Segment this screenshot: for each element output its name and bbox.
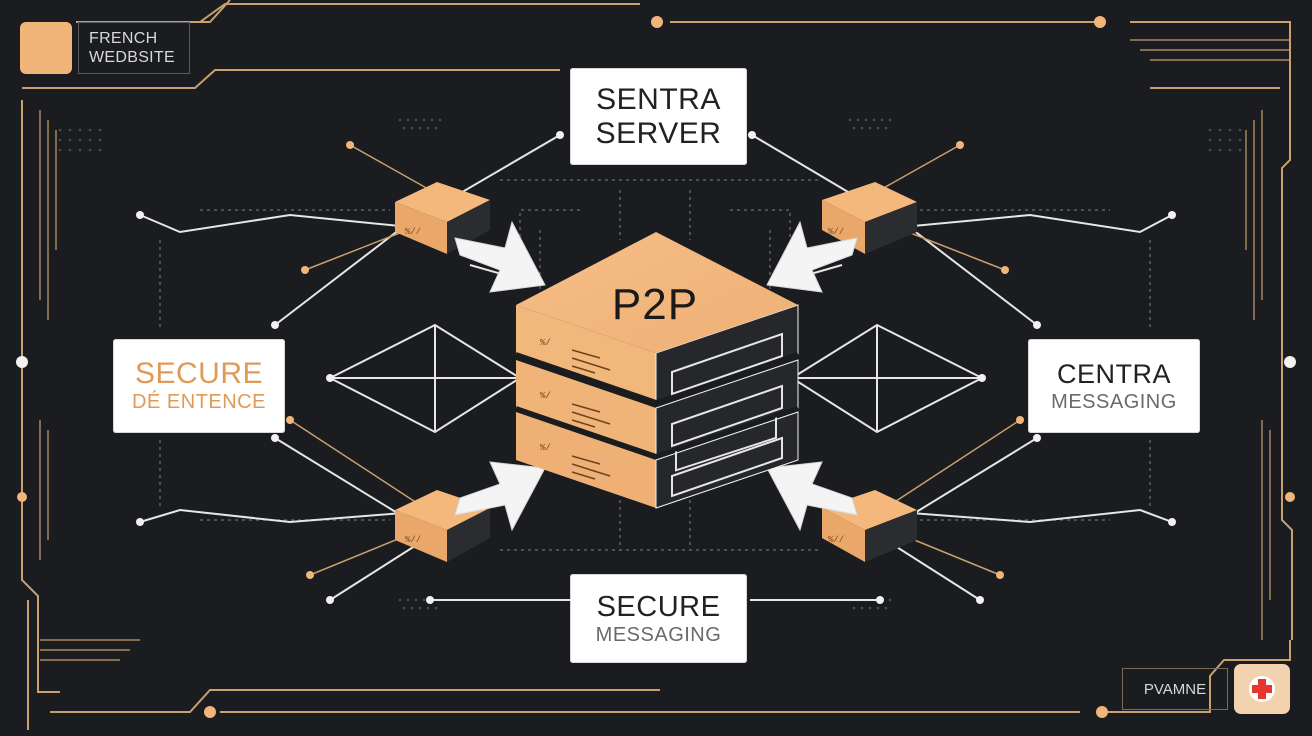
node-bottom-line-1: SECURE <box>596 590 721 623</box>
logo-square[interactable] <box>20 22 72 74</box>
server-stack-icon: %/ %/ %/ <box>515 232 799 509</box>
flag-button[interactable] <box>1234 664 1290 714</box>
node-right[interactable]: CENTRA MESSAGING <box>1028 339 1200 433</box>
svg-text:%//: %// <box>828 535 844 545</box>
node-right-line-1: CENTRA <box>1056 359 1171 389</box>
node-bottom[interactable]: SECURE MESSAGING <box>570 574 747 663</box>
node-top-line-1: SENTRA <box>596 82 721 116</box>
node-top[interactable]: SENTRA SERVER <box>570 68 747 165</box>
brand-label[interactable]: FRENCH WEDBSITE <box>78 22 190 74</box>
switch-module-icon: %// %// %// %// <box>395 182 917 562</box>
svg-text:%//: %// <box>405 535 421 545</box>
circuit-traces-left <box>39 39 1290 661</box>
node-left-line-1: SECURE <box>134 357 264 390</box>
circuit-dots <box>16 16 1296 718</box>
node-top-line-2: SERVER <box>595 116 722 150</box>
svg-text:%//: %// <box>405 227 421 237</box>
svg-text:%//: %// <box>828 227 844 237</box>
node-left-line-2: DÉ ENTENCE <box>132 391 266 413</box>
node-right-line-2: MESSAGING <box>1051 391 1177 413</box>
orange-traces <box>289 144 1021 576</box>
arrow-icon <box>454 220 858 532</box>
name-button[interactable]: PVAMNE <box>1122 668 1228 710</box>
svg-text:%/: %/ <box>540 391 551 401</box>
svg-text:%/: %/ <box>540 443 551 453</box>
node-bottom-line-2: MESSAGING <box>595 623 722 646</box>
node-left[interactable]: SECURE DÉ ENTENCE <box>113 339 285 433</box>
svg-text:%/: %/ <box>540 338 551 348</box>
circuit-frame <box>21 0 1293 730</box>
orange-trace-dots <box>286 141 1024 579</box>
connector-endpoints <box>136 131 1176 604</box>
flag-icon <box>1249 676 1275 702</box>
brand-line-1: FRENCH <box>89 30 158 47</box>
brand-line-2: WEDBSITE <box>89 49 175 66</box>
center-label: P2P <box>611 280 699 329</box>
